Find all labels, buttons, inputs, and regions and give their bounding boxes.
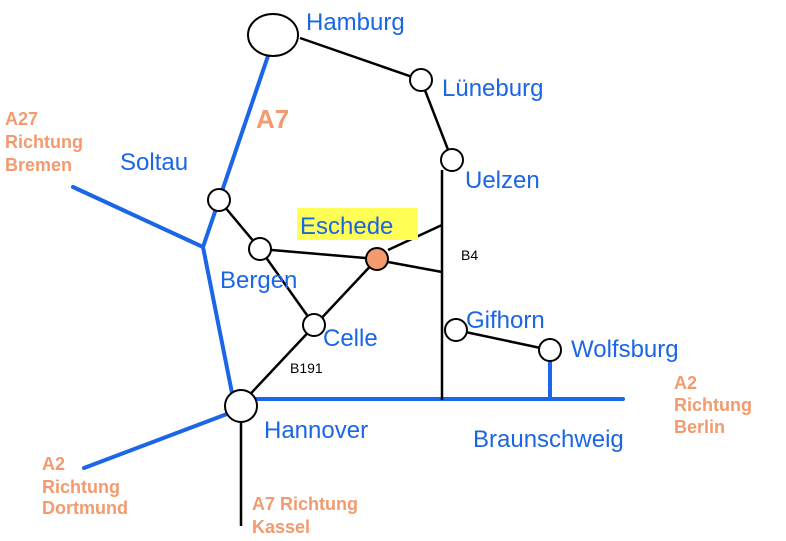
- dir-a7-kassel-line2: Kassel: [252, 517, 310, 537]
- road-lueneburg-uelzen: [419, 79, 454, 161]
- dir-a27-line3: Bremen: [5, 155, 72, 175]
- label-eschede: Eschede: [300, 213, 393, 240]
- lueneburg-node: [409, 68, 433, 92]
- dir-a2-dortmund-line1: A2: [42, 454, 65, 474]
- road-bergen-eschede: [259, 247, 378, 261]
- label-hannover: Hannover: [264, 417, 368, 444]
- label-hamburg: Hamburg: [306, 9, 405, 36]
- dir-a2-dortmund-line3: Dortmund: [42, 498, 128, 518]
- road-labels: A7 B4 B191: [256, 104, 478, 376]
- dir-a27-line2: Richtung: [5, 132, 83, 152]
- label-celle: Celle: [323, 325, 378, 352]
- label-a7: A7: [256, 104, 289, 134]
- eschede-marker: [365, 247, 389, 271]
- dir-a2-berlin-line1: A2: [674, 373, 697, 393]
- a7-north-segment: [201, 54, 270, 249]
- label-b191: B191: [290, 360, 323, 376]
- label-bergen: Bergen: [220, 267, 297, 294]
- soltau-node: [207, 188, 231, 212]
- label-braunschweig: Braunschweig: [473, 426, 624, 453]
- wolfsburg-node: [538, 338, 562, 362]
- label-uelzen: Uelzen: [465, 167, 540, 194]
- road-bergen-celle: [258, 248, 316, 326]
- eschede-highlight: [297, 208, 418, 240]
- dir-a7-kassel-line1: A7 Richtung: [252, 494, 358, 514]
- road-hamburg-lueneburg: [299, 36, 422, 82]
- label-gifhorn: Gifhorn: [466, 307, 545, 334]
- city-labels: Hamburg Lüneburg Uelzen Soltau Eschede B…: [120, 9, 679, 453]
- autobahn-lines: [71, 54, 625, 470]
- a2-dortmund-segment: [82, 412, 229, 470]
- a7-south-segment: [201, 245, 235, 400]
- uelzen-node: [440, 148, 464, 172]
- city-nodes: [207, 13, 562, 423]
- celle-node: [302, 313, 326, 337]
- dir-a27-line1: A27: [5, 109, 38, 129]
- label-soltau: Soltau: [120, 149, 188, 176]
- hamburg-node: [247, 13, 299, 57]
- bergen-node: [248, 237, 272, 261]
- gifhorn-node: [444, 318, 468, 342]
- label-lueneburg: Lüneburg: [442, 75, 543, 102]
- label-wolfsburg: Wolfsburg: [571, 336, 679, 363]
- road-gifhorn-wolfsburg: [455, 328, 551, 352]
- hannover-node: [224, 389, 258, 423]
- dir-a2-berlin-line3: Berlin: [674, 417, 725, 437]
- dir-a2-dortmund-line2: Richtung: [42, 477, 120, 497]
- direction-labels: A27 Richtung Bremen A2 Richtung Berlin A…: [5, 109, 752, 537]
- dir-a2-berlin-line2: Richtung: [674, 395, 752, 415]
- label-b4: B4: [461, 247, 478, 263]
- a27-segment: [71, 185, 205, 249]
- road-eschede-b4: [387, 260, 443, 274]
